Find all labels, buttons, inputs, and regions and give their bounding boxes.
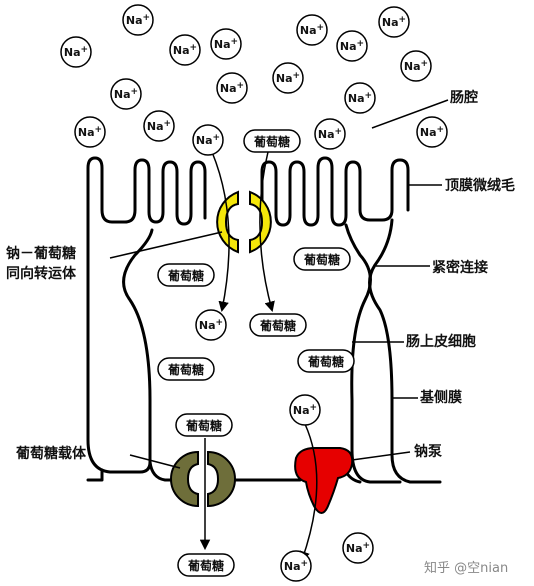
glucose-carrier-left-half: [170, 450, 199, 508]
sodium-ion: Na+: [143, 110, 175, 142]
sodium-ion: Na+: [280, 550, 312, 582]
glucose-label: 葡萄糖: [167, 268, 204, 283]
basal-membrane-left-stub: [148, 460, 180, 482]
lumen-label: 肠腔: [450, 89, 478, 106]
sodium-ion: Na+: [60, 36, 92, 68]
sodium-ion: Na+: [342, 532, 374, 564]
glucose-entry-arrow: [259, 151, 275, 313]
glucose-label: 葡萄糖: [187, 558, 224, 573]
glucose-molecule: 葡萄糖: [177, 553, 235, 577]
lateral-membrane-right-a: [344, 223, 402, 484]
glucose-label: 葡萄糖: [253, 134, 290, 149]
glucose-molecule: 葡萄糖: [249, 313, 307, 337]
sodium-ion: Na+: [192, 124, 224, 156]
sodium-ion: Na+: [289, 394, 321, 426]
apical-membrane-right: [260, 156, 410, 227]
cell-membranes: [86, 156, 442, 484]
sodium-pump-label: 钠泵: [414, 443, 442, 460]
lateral-membrane-left: [86, 198, 154, 474]
tight-junction-label: 紧密连接: [432, 259, 488, 276]
leader-lines: [109, 99, 449, 469]
sodium-ion: Na+: [400, 50, 432, 82]
sodium-ion: Na+: [195, 309, 227, 341]
apical-membrane-left: [86, 156, 207, 226]
sodium-ion: Na+: [110, 78, 142, 110]
glucose-molecule: 葡萄糖: [157, 357, 215, 381]
glucose-molecule: 葡萄糖: [243, 129, 301, 153]
glucose-label: 葡萄糖: [167, 362, 204, 377]
glucose-label: 葡萄糖: [303, 252, 340, 267]
glucose-molecule: 葡萄糖: [175, 413, 233, 437]
transport-arrows: [199, 151, 318, 562]
sodium-pump: [294, 447, 354, 514]
lateral-membrane-far-left: [86, 468, 104, 482]
glucose-molecule: 葡萄糖: [297, 349, 355, 373]
glucose-carrier-label: 葡萄糖载体: [15, 445, 87, 462]
glucose-label: 葡萄糖: [185, 418, 222, 433]
sodium-entry-arrow: [211, 151, 230, 313]
glucose-molecule: 葡萄糖: [293, 247, 351, 271]
sodium-ion: Na+: [169, 34, 201, 66]
cotransporter-label-line1: 钠－葡萄糖: [6, 245, 76, 262]
glucose-carrier-leader: [129, 454, 181, 469]
lumen-leader: [371, 99, 449, 129]
basolateral-membrane-label: 基侧膜: [420, 389, 462, 406]
glucose-molecules: 葡萄糖 葡萄糖 葡萄糖 葡萄糖 葡萄糖 葡萄糖 葡萄糖 葡萄糖: [157, 129, 355, 577]
diagram-labels: 肠腔 顶膜微绒毛 钠－葡萄糖 同向转运体 紧密连接 肠上皮细胞 基侧膜 葡萄糖载…: [6, 89, 515, 576]
sodium-exit-arrow: [299, 423, 318, 562]
sodium-ion: Na+: [210, 28, 242, 60]
sodium-ion: Na+: [122, 4, 154, 36]
sodium-ion: Na+: [378, 6, 410, 38]
sodium-ion: Na+: [416, 116, 448, 148]
glucose-carrier-right-half: [207, 450, 236, 508]
sodium-ion: Na+: [336, 30, 368, 62]
glucose-carrier: [170, 450, 236, 508]
glucose-label: 葡萄糖: [307, 354, 344, 369]
sodium-pump-leader: [351, 451, 411, 461]
cotransporter-leader: [109, 231, 223, 259]
sodium-ion: Na+: [216, 72, 248, 104]
sodium-ion: Na+: [296, 14, 328, 46]
glucose-label: 葡萄糖: [259, 318, 296, 333]
glucose-molecule: 葡萄糖: [157, 263, 215, 287]
watermark: 知乎 @空nian: [424, 560, 508, 576]
sodium-ions: Na+ Na+ Na+ Na+ Na+ Na+ Na+ Na+ Na+ Na+ …: [60, 4, 448, 582]
sodium-ion: Na+: [272, 62, 304, 94]
sodium-ion: Na+: [74, 116, 106, 148]
microvilli-label: 顶膜微绒毛: [445, 177, 515, 194]
cotransporter-label-line2: 同向转运体: [6, 265, 77, 282]
epithelial-cell-label: 肠上皮细胞: [406, 333, 476, 350]
sodium-ion: Na+: [314, 118, 346, 150]
sodium-ion: Na+: [344, 82, 376, 114]
lateral-membrane-right-b: [368, 218, 442, 484]
